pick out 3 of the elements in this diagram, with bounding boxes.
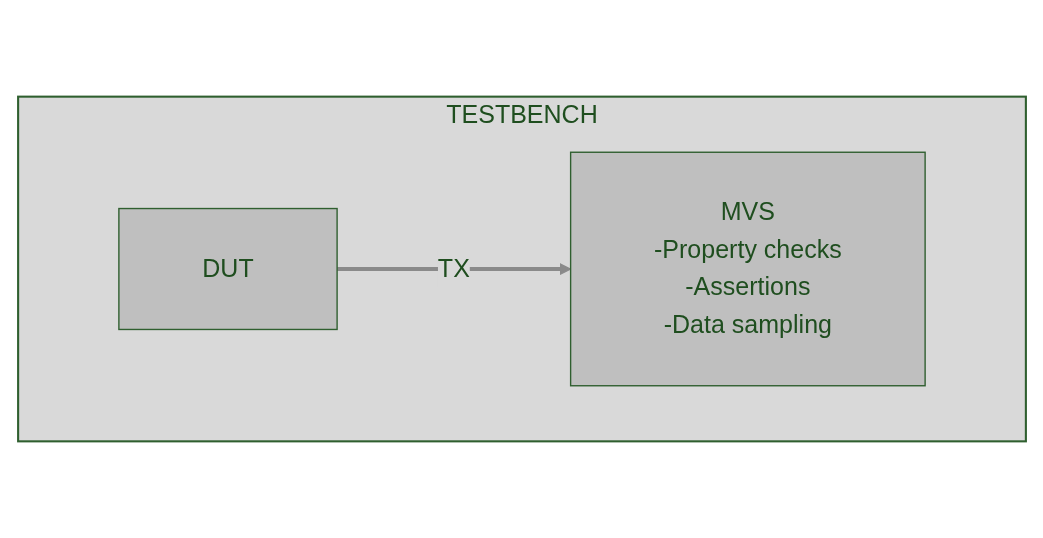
node-box: DUT [117, 207, 338, 331]
node-box: MVS -Property checks -Assertions -Data sampling [569, 151, 926, 387]
edge-label: TX [437, 254, 470, 283]
